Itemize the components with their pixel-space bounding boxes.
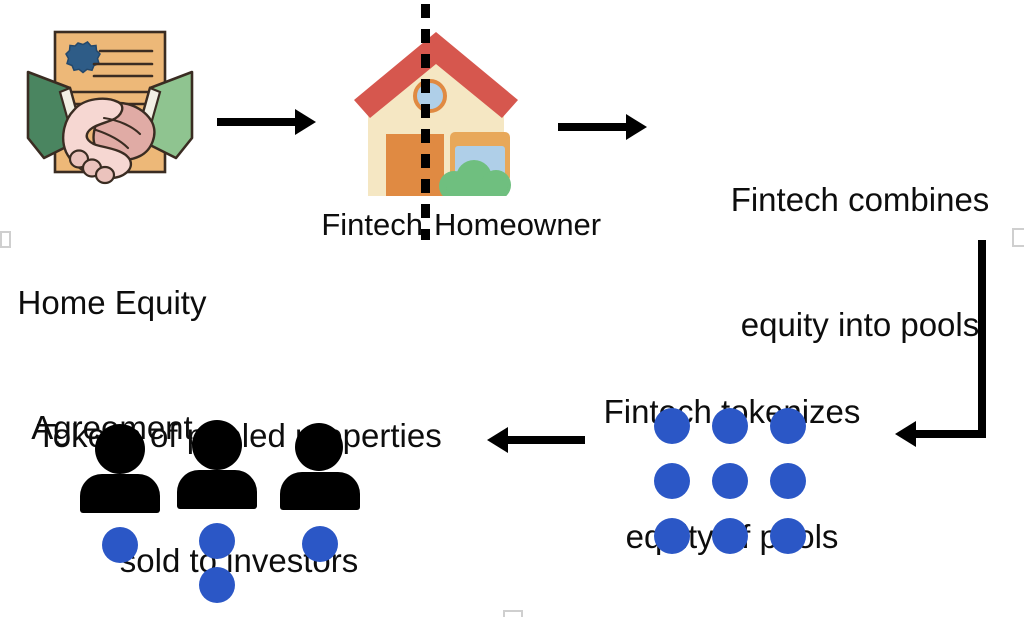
arrow-shaft-vertical — [978, 240, 986, 438]
investor-token — [102, 527, 138, 563]
investor-token — [199, 567, 235, 603]
house-split-icon — [350, 28, 522, 210]
token-dot — [712, 408, 748, 444]
home-equity-agreement-label: Home Equity Agreement — [0, 199, 224, 532]
selection-handle-bottom[interactable] — [503, 610, 523, 617]
investor-2 — [177, 420, 257, 603]
pools-line2: equity into pools — [740, 305, 980, 343]
handshake-contract-icon — [22, 26, 198, 198]
arrow-head-right-icon — [295, 109, 316, 135]
token-grid — [654, 408, 808, 554]
person-body-icon — [177, 470, 257, 509]
investor-token — [199, 523, 235, 559]
investor-token — [302, 526, 338, 562]
home-equity-agreement-line1: Home Equity — [17, 284, 207, 322]
arrow-house-to-pools — [558, 114, 650, 140]
token-dot — [770, 408, 806, 444]
person-head-icon — [295, 423, 343, 471]
arrow-head-right-icon — [626, 114, 647, 140]
person-body-icon — [80, 474, 160, 513]
token-dot — [654, 518, 690, 554]
token-dot — [712, 518, 748, 554]
person-body-icon — [280, 472, 360, 510]
person-head-icon — [192, 420, 242, 470]
arrow-pools-to-tokenize — [890, 240, 990, 452]
arrow-shaft — [558, 123, 628, 131]
investor-3 — [280, 423, 360, 562]
investor-1 — [80, 424, 160, 563]
selection-handle-left[interactable] — [0, 231, 11, 248]
pools-line1: Fintech combines — [730, 181, 990, 219]
investors-line2: sold to investors — [119, 541, 359, 579]
arrow-head-left-icon — [487, 427, 508, 453]
token-dot — [770, 463, 806, 499]
arrow-tokenize-to-investors — [487, 427, 587, 453]
token-dot — [654, 463, 690, 499]
house-fintech-label: Fintech — [321, 207, 423, 242]
arrow-shaft — [507, 436, 585, 444]
arrow-agreement-to-house — [217, 109, 317, 135]
person-head-icon — [95, 424, 145, 474]
selection-handle-right[interactable] — [1012, 228, 1024, 247]
token-dot — [770, 518, 806, 554]
token-dot — [712, 463, 748, 499]
arrow-shaft-horizontal — [915, 430, 986, 438]
fintech-combines-pools-label: Fintech combines equity into pools — [700, 96, 1020, 429]
arrow-shaft — [217, 118, 297, 126]
token-dot — [654, 408, 690, 444]
arrow-head-left-icon — [895, 421, 916, 447]
house-homeowner-label: Homeowner — [434, 207, 602, 242]
